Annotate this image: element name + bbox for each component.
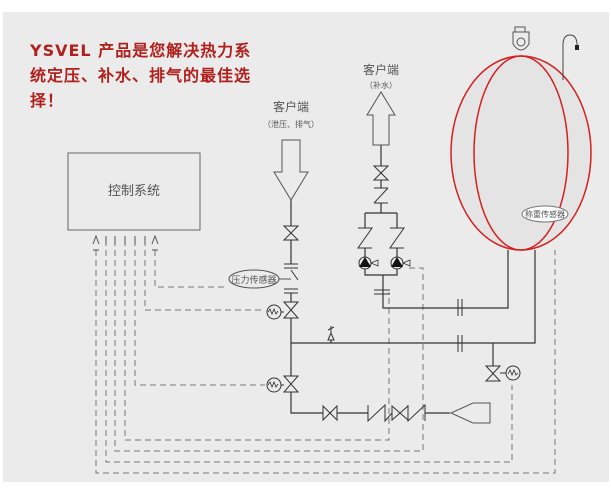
- actuator-icon: [266, 377, 282, 393]
- signal-line-drain-valve: [105, 240, 513, 463]
- signal-line-pump1: [124, 240, 390, 441]
- signal-lines: [95, 240, 556, 474]
- valve-actuators: [266, 304, 521, 393]
- drain-valve: [484, 365, 502, 382]
- signal-line-valve-upper: [144, 240, 265, 311]
- vent-valve-icon: [512, 31, 530, 51]
- actuator-icon: [266, 304, 282, 320]
- level-hook-icon: [562, 34, 578, 80]
- safety-valve-icon: [327, 326, 335, 341]
- water-inlet-arrow: [449, 402, 491, 424]
- signal-line-pressure-sensor: [154, 250, 228, 288]
- pumps: [358, 256, 411, 270]
- client-exhaust-label: 客户端: [273, 99, 309, 114]
- control-system-label: 控制系统: [108, 184, 160, 199]
- pressure-sensor-label: 压力传感器: [231, 274, 276, 286]
- motor-valve-lower: [282, 375, 300, 393]
- headline: YSVEL 产品是您解决热力系统定压、补水、排气的最佳选择！: [30, 41, 252, 110]
- flanges: [284, 263, 463, 352]
- client-makeup-label: 客户端: [363, 62, 399, 77]
- gate-valve-upper: [282, 225, 300, 241]
- control-system-box: 控制系统: [67, 152, 201, 231]
- client-exhaust-sublabel: （泄压、排气）: [263, 119, 319, 129]
- client-makeup-sublabel: （补水）: [365, 80, 397, 90]
- gate-valve-inlet: [322, 404, 338, 422]
- client-makeup-arrow: [366, 91, 396, 146]
- pressure-sensor: 压力传感器: [228, 269, 291, 289]
- check-valves: [290, 187, 426, 423]
- box-terminals: [92, 234, 159, 251]
- signal-line-valve-lower: [134, 240, 265, 386]
- valves: [282, 165, 502, 422]
- signal-line-pump2: [114, 240, 424, 452]
- client-exhaust-arrow: [273, 139, 309, 201]
- weight-sensor-label: 称重传感器: [525, 209, 565, 219]
- motor-valve-upper: [282, 301, 300, 319]
- signal-line-tank-weight: [95, 250, 556, 474]
- gate-valve-makeup: [372, 165, 390, 181]
- expansion-tank: 称重传感器: [450, 26, 592, 251]
